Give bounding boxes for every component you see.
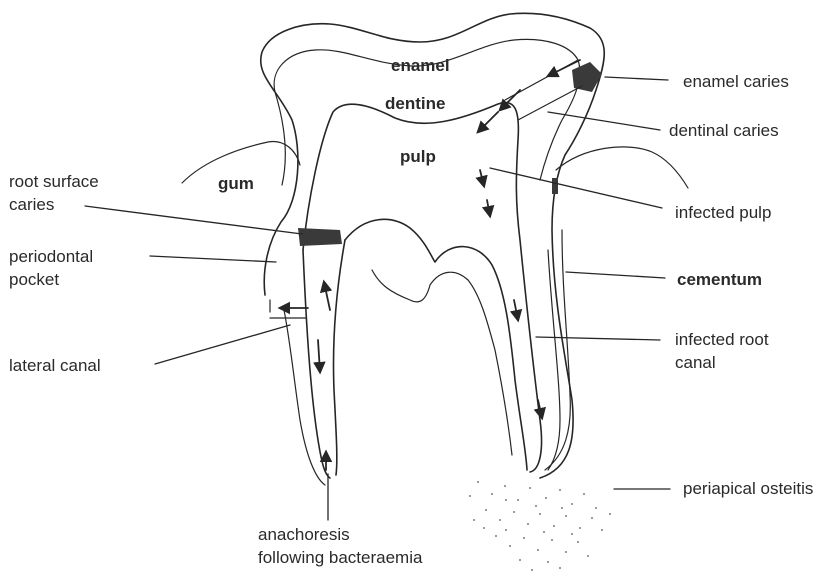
root-furcation [345,219,527,470]
label-infected-pulp: infected pulp [675,203,771,222]
label-root-surface-caries-1: root surface [9,172,99,191]
leader-periodontal-pocket [150,256,276,262]
root-canal-left [303,250,330,478]
arrow-dentine-2 [478,112,498,132]
label-pulp: pulp [400,147,436,166]
label-periodontal-pocket-1: periodontal [9,247,93,266]
label-cementum: cementum [677,270,762,289]
tooth-outer-outline [261,13,605,478]
cervical-caries-shading [552,178,558,194]
root-outer-left [284,310,325,485]
gum-line-right [556,147,688,188]
arrow-root-right-1 [514,300,518,320]
periapical-osteitis-stipple [469,481,611,571]
label-infected-root-canal-2: canal [675,353,716,372]
leader-dentinal-caries [548,112,660,130]
root-surface-caries-shading [298,228,342,246]
label-periodontal-pocket-2: pocket [9,270,59,289]
label-lateral-canal: lateral canal [9,356,101,375]
leader-root-surface-caries [85,206,302,234]
leader-cementum [566,272,665,278]
label-dentinal-caries: dentinal caries [669,121,779,140]
arrow-root-left-down [318,340,320,372]
arrow-root-left-up [324,282,330,310]
leader-lateral-canal [155,325,290,364]
arrow-dentine-1 [500,90,520,110]
label-enamel-caries: enamel caries [683,72,789,91]
label-anachoresis-2: following bacteraemia [258,548,423,567]
root-right-outer [548,250,560,470]
label-enamel: enamel [391,56,450,75]
arrow-pulp-down-1 [480,170,484,186]
label-dentine: dentine [385,94,445,113]
leader-enamel-caries [605,77,668,80]
label-anachoresis-1: anachoresis [258,525,350,544]
label-gum: gum [218,174,254,193]
label-infected-root-canal-1: infected root [675,330,769,349]
label-root-surface-caries-2: caries [9,195,54,214]
label-periapical-osteitis: periapical osteitis [683,479,813,498]
root-inner-left-wall [333,240,345,475]
root-furcation-inner [372,270,512,455]
lateral-canal-line [270,300,306,318]
arrow-pulp-down-2 [487,200,490,216]
